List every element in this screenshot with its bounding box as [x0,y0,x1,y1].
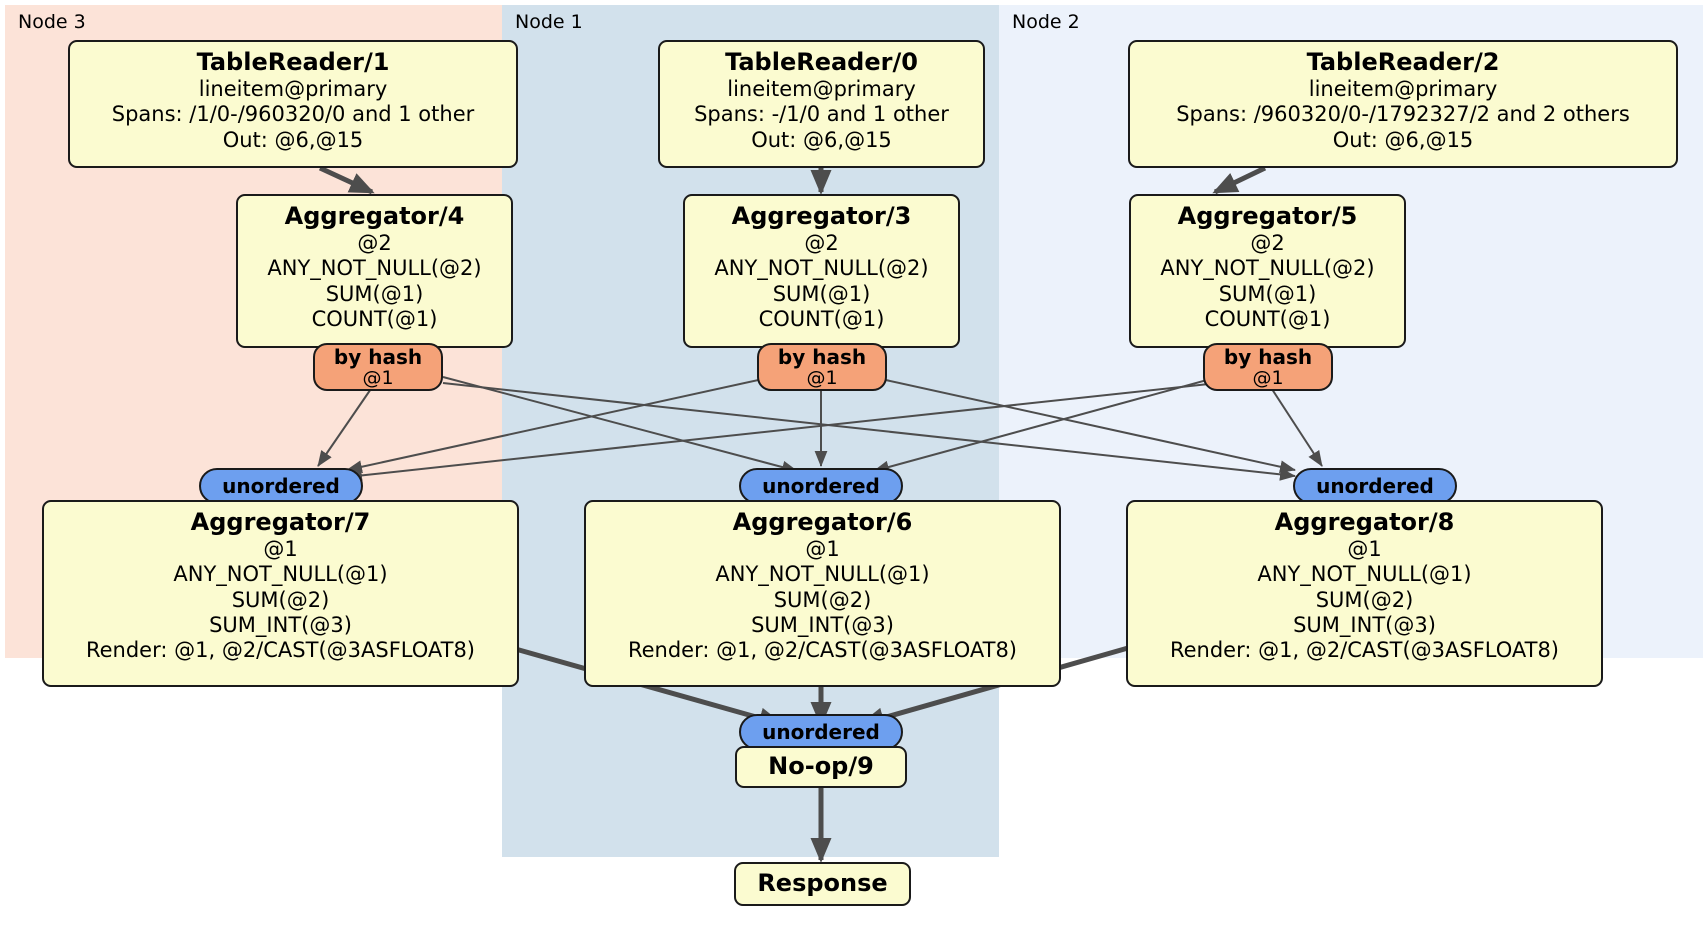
processor-line: @1 [263,537,298,562]
edge-tr2-agg5 [1212,165,1267,195]
edge-hashR-unordR [1267,382,1323,467]
edge-hashL-unordC [442,376,798,474]
processor-response[interactable]: Response [734,862,911,906]
processor-line: @2 [1250,231,1285,256]
badge-label: by hash [777,344,867,369]
processor-aggregator-6[interactable]: Aggregator/6 @1 ANY_NOT_NULL(@1) SUM(@2)… [584,500,1061,687]
processor-line: Spans: -/1/0 and 1 other [694,102,949,127]
processor-line: ANY_NOT_NULL(@2) [714,256,929,281]
processor-title: No-op/9 [768,752,874,781]
processor-line: Out: @6,@15 [1332,127,1474,152]
processor-line: SUM(@2) [773,587,872,612]
badge-label: unordered [762,720,880,744]
processor-title: Response [757,869,888,898]
processor-line: ANY_NOT_NULL(@2) [267,256,482,281]
processor-line: lineitem@primary [727,77,916,102]
processor-line: Spans: /960320/0-/1792327/2 and 2 others [1176,102,1630,127]
processor-line: COUNT(@1) [1204,306,1331,331]
processor-line: SUM_INT(@3) [1293,612,1436,637]
processor-aggregator-7[interactable]: Aggregator/7 @1 ANY_NOT_NULL(@1) SUM(@2)… [42,500,519,687]
badge-label: unordered [1316,474,1434,498]
badge-label: by hash [333,344,423,369]
processor-title: Aggregator/8 [1274,508,1455,536]
processor-line: lineitem@primary [198,77,388,102]
processor-line: Render: @1, @2/CAST(@3ASFLOAT8) [1169,638,1560,663]
edge-hashC-unordR [871,376,1296,474]
processor-table-reader-1[interactable]: TableReader/1 lineitem@primary Spans: /1… [68,40,518,168]
edge-hashL-unordL [317,382,376,467]
processor-aggregator-3[interactable]: Aggregator/3 @2 ANY_NOT_NULL(@2) SUM(@1)… [683,194,960,348]
processor-line: lineitem@primary [1308,77,1498,102]
input-synchronizer-unordered-center[interactable]: unordered [739,468,903,504]
edge-tr1-agg4 [318,165,375,195]
processor-line: Spans: /1/0-/960320/0 and 1 other [111,102,475,127]
badge-label: unordered [762,474,880,498]
processor-line: Out: @6,@15 [222,127,364,152]
processor-title: Aggregator/4 [284,202,465,230]
processor-line: @1 [805,537,840,562]
processor-line: SUM_INT(@3) [209,612,352,637]
processor-no-op-9[interactable]: No-op/9 [735,746,907,788]
processor-line: ANY_NOT_NULL(@2) [1160,256,1375,281]
edge-hashC-unordL [346,376,773,474]
processor-line: SUM(@1) [772,281,871,306]
processor-title: Aggregator/7 [190,508,371,536]
processor-line: ANY_NOT_NULL(@1) [173,562,388,587]
processor-line: ANY_NOT_NULL(@1) [1257,562,1472,587]
input-synchronizer-unordered-final[interactable]: unordered [739,714,903,750]
processor-title: TableReader/2 [1306,48,1500,76]
processor-line: @1 [1347,537,1382,562]
edge-hashR-unordC [873,376,1219,474]
edge-hashL-unordR [442,382,1296,481]
processor-line: Render: @1, @2/CAST(@3ASFLOAT8) [627,638,1018,663]
node-label-node1: Node 1 [515,11,583,33]
node-label-node2: Node 2 [1012,11,1080,33]
badge-sublabel: @1 [1252,366,1284,389]
processor-line: @2 [357,231,392,256]
processor-title: Aggregator/6 [732,508,913,536]
badge-sublabel: @1 [362,366,394,389]
processor-line: ANY_NOT_NULL(@1) [715,562,930,587]
output-router-by-hash-right[interactable]: by hash @1 [1203,343,1333,391]
processor-aggregator-4[interactable]: Aggregator/4 @2 ANY_NOT_NULL(@2) SUM(@1)… [236,194,513,348]
processor-line: COUNT(@1) [311,306,438,331]
processor-line: Out: @6,@15 [751,127,892,152]
edge-hashR-unordL [346,382,1219,482]
processor-line: SUM(@2) [231,587,330,612]
processor-title: Aggregator/3 [731,202,912,230]
input-synchronizer-unordered-right[interactable]: unordered [1293,468,1457,504]
processor-line: SUM(@1) [325,281,424,306]
processor-table-reader-2[interactable]: TableReader/2 lineitem@primary Spans: /9… [1128,40,1678,168]
processor-line: Render: @1, @2/CAST(@3ASFLOAT8) [85,638,476,663]
node-label-node3: Node 3 [18,11,86,33]
processor-line: COUNT(@1) [758,306,885,331]
processor-line: SUM(@2) [1315,587,1414,612]
input-synchronizer-unordered-left[interactable]: unordered [199,468,363,504]
processor-line: @2 [804,231,839,256]
badge-label: unordered [222,474,340,498]
processor-title: Aggregator/5 [1177,202,1358,230]
processor-line: SUM(@1) [1218,281,1317,306]
processor-line: SUM_INT(@3) [751,612,894,637]
badge-label: by hash [1223,344,1313,369]
processor-title: TableReader/0 [725,48,918,76]
processor-aggregator-5[interactable]: Aggregator/5 @2 ANY_NOT_NULL(@2) SUM(@1)… [1129,194,1406,348]
processor-title: TableReader/1 [196,48,390,76]
output-router-by-hash-center[interactable]: by hash @1 [757,343,887,391]
processor-aggregator-8[interactable]: Aggregator/8 @1 ANY_NOT_NULL(@1) SUM(@2)… [1126,500,1603,687]
badge-sublabel: @1 [806,366,838,389]
processor-table-reader-0[interactable]: TableReader/0 lineitem@primary Spans: -/… [658,40,985,168]
output-router-by-hash-left[interactable]: by hash @1 [313,343,443,391]
